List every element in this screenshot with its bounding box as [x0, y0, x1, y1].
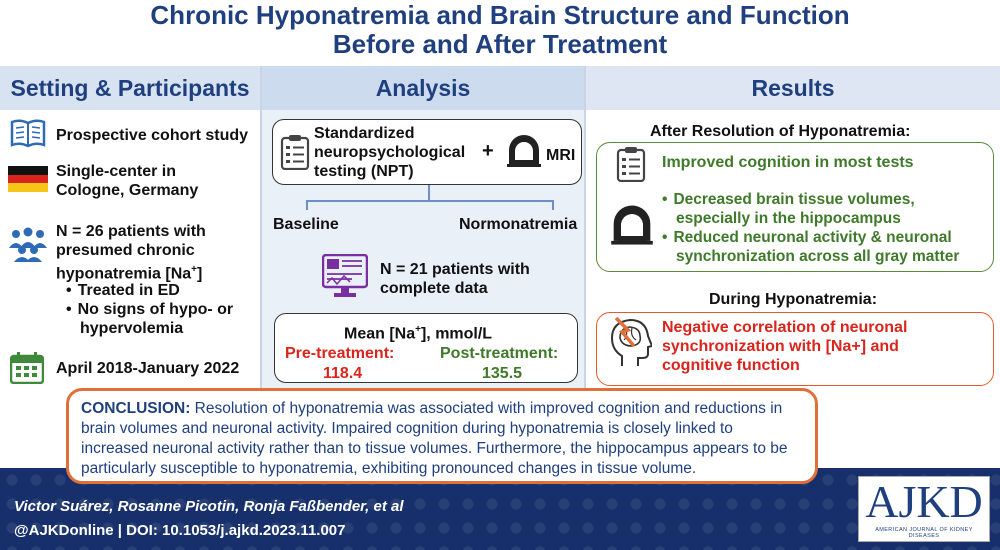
- setting-header: Setting & Participants: [0, 66, 260, 110]
- results-header: Results: [586, 66, 1000, 110]
- data-monitor-icon: [322, 254, 368, 297]
- clipboard-icon: [280, 135, 310, 170]
- criterion-item: No signs of hypo- or: [66, 300, 234, 319]
- mri-label: MRI: [546, 147, 576, 164]
- ajkd-logo: AJKD AMERICAN JOURNAL OF KIDNEY DISEASES: [858, 476, 990, 542]
- normonatremia-label: Normonatremia: [459, 216, 578, 233]
- pre-treatment-value: 118.4: [323, 365, 363, 382]
- book-icon: [10, 119, 46, 148]
- study-dates: April 2018-January 2022: [56, 360, 240, 377]
- center-location: Single-center in Cologne, Germany: [56, 163, 199, 199]
- study-type: Prospective cohort study: [56, 127, 249, 144]
- column-divider: [260, 66, 262, 388]
- conclusion-label: CONCLUSION:: [81, 400, 191, 417]
- germany-flag-icon: [8, 166, 48, 192]
- post-treatment-value: 135.5: [482, 365, 523, 382]
- complete-data-count: N = 21 patients with complete data: [380, 261, 530, 297]
- setting-panel: [0, 110, 260, 388]
- title-line-1: Chronic Hyponatremia and Brain Structure…: [150, 0, 850, 30]
- finding-item: Reduced neuronal activity & neuronal: [662, 228, 959, 247]
- timeline-bar: [306, 200, 554, 202]
- npt-label: Standardized neuropsychological testing …: [314, 125, 466, 180]
- clipboard-icon: [616, 147, 646, 182]
- negative-correlation-finding: Negative correlation of neuronal synchro…: [662, 319, 908, 374]
- timeline-connector: [428, 185, 430, 201]
- during-hyponatremia-title: During Hyponatremia:: [709, 291, 878, 308]
- finding-item: Decreased brain tissue volumes,: [662, 190, 959, 209]
- participant-criteria: Treated in ED No signs of hypo- or hyper…: [66, 281, 234, 338]
- sodium-mean-label: Mean [Na+], mmol/L: [344, 324, 493, 343]
- participant-count: N = 26 patients with presumed chronic hy…: [56, 223, 206, 283]
- mri-scanner-icon: [611, 205, 653, 245]
- improved-cognition: Improved cognition in most tests: [662, 154, 914, 171]
- post-treatment-label: Post-treatment:: [440, 345, 559, 362]
- plus-sign: +: [482, 140, 494, 162]
- conclusion-text: Resolution of hyponatremia was associate…: [81, 400, 788, 477]
- column-divider: [584, 66, 586, 388]
- pre-treatment-label: Pre-treatment:: [285, 345, 395, 362]
- during-hyponatremia-box: [596, 312, 994, 386]
- sodium-values-box: [274, 313, 578, 383]
- conclusion-box: CONCLUSION: Resolution of hyponatremia w…: [66, 388, 818, 484]
- mri-findings: Decreased brain tissue volumes, especial…: [662, 190, 959, 266]
- authors: Victor Suárez, Rosanne Picotin, Ronja Fa…: [14, 498, 404, 515]
- after-resolution-title: After Resolution of Hyponatremia:: [650, 123, 911, 140]
- baseline-label: Baseline: [273, 216, 339, 233]
- title-line-2: Before and After Treatment: [332, 29, 668, 59]
- criterion-item: Treated in ED: [66, 281, 233, 300]
- doi-link[interactable]: @AJKDonline | DOI: 10.1053/j.ajkd.2023.1…: [14, 522, 346, 539]
- brain-head-icon: [610, 316, 652, 366]
- infographic-title: Chronic Hyponatremia and Brain Structure…: [0, 0, 1000, 62]
- mri-scanner-icon: [507, 135, 541, 167]
- people-icon: [9, 227, 47, 262]
- analysis-header: Analysis: [262, 66, 584, 110]
- calendar-icon: [10, 352, 44, 384]
